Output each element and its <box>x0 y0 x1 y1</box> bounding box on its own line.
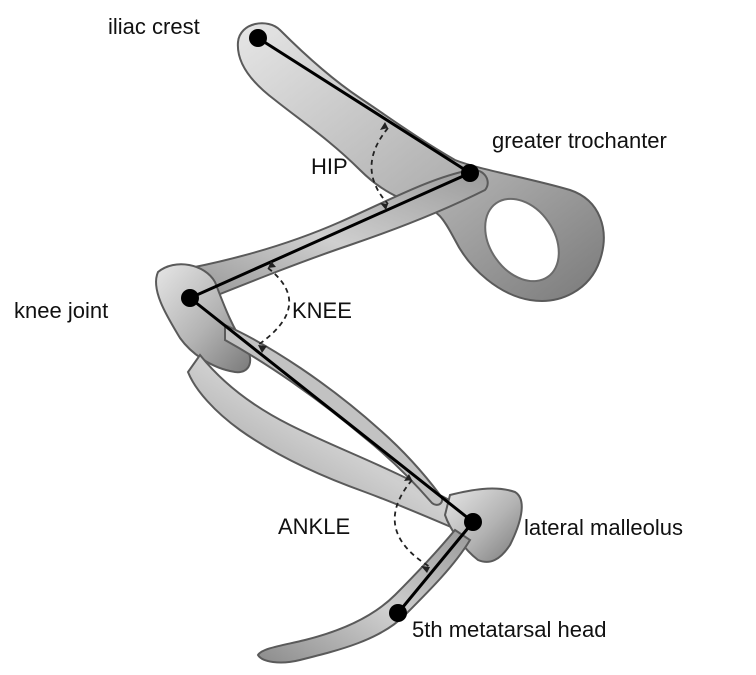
lateral-malleolus-label: lateral malleolus <box>524 515 683 540</box>
metatarsal-head-label: 5th metatarsal head <box>412 617 606 642</box>
ankle-angle-label: ANKLE <box>278 514 350 539</box>
lateral-malleolus-marker <box>464 513 482 531</box>
iliac-crest-marker <box>249 29 267 47</box>
metatarsal-bones <box>258 530 470 662</box>
greater-trochanter-marker <box>461 164 479 182</box>
knee-joint-label: knee joint <box>14 298 108 323</box>
metatarsal-head-marker <box>389 604 407 622</box>
foot-segment-line <box>398 522 473 613</box>
greater-trochanter-label: greater trochanter <box>492 128 667 153</box>
hip-angle-label: HIP <box>311 154 348 179</box>
knee-joint-marker <box>181 289 199 307</box>
iliac-crest-label: iliac crest <box>108 14 200 39</box>
knee-angle-label: KNEE <box>292 298 352 323</box>
knee-angle-arc <box>258 268 289 345</box>
thigh-segment-line <box>190 173 470 298</box>
